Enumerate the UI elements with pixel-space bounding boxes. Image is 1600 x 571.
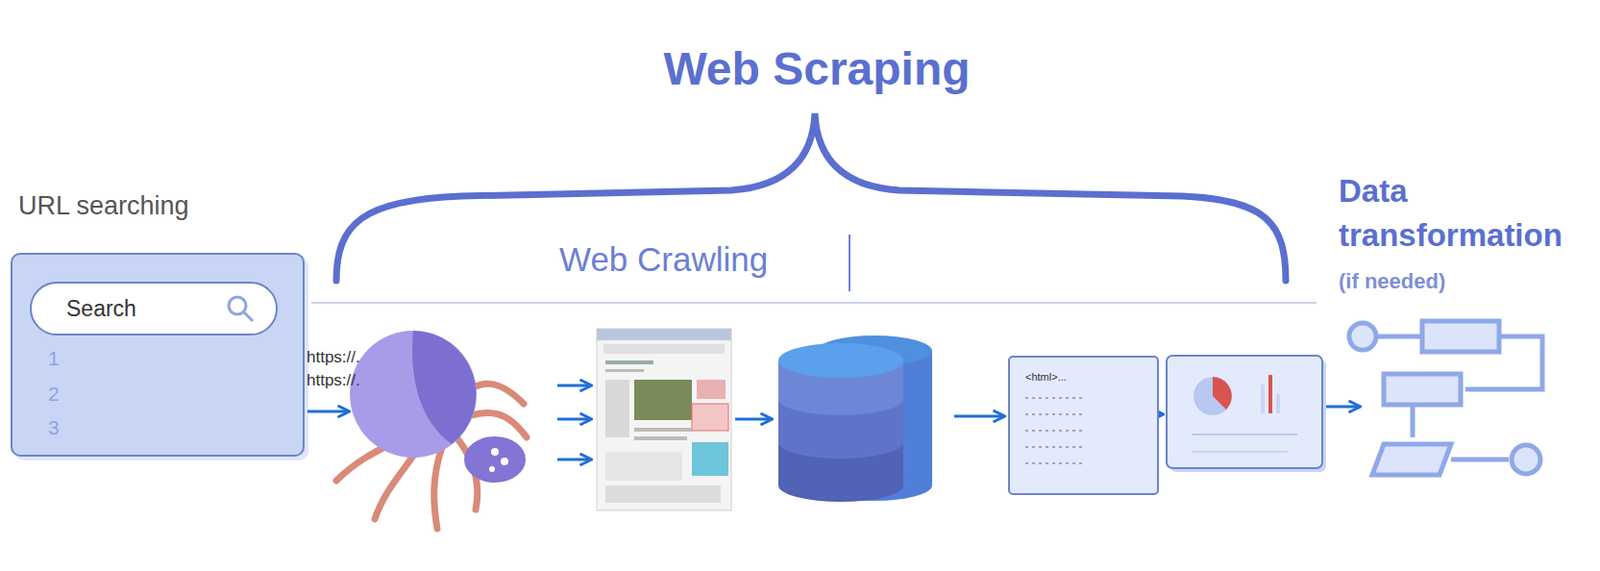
url-text: https://.	[306, 347, 361, 368]
divider-line	[311, 301, 1317, 304]
stage-label: Web Crawling	[559, 240, 768, 279]
dashboard-icon	[1166, 355, 1327, 472]
webpage-screenshot	[596, 328, 732, 511]
brace	[336, 113, 1286, 281]
html-text: <html>...	[1025, 370, 1157, 383]
code-lines	[1025, 392, 1103, 479]
divider-tick	[848, 234, 851, 292]
spider-illustration	[336, 330, 527, 529]
flowchart-icon	[1349, 320, 1543, 475]
list-number: 1	[48, 346, 60, 370]
url-text: https://.	[306, 370, 361, 391]
search-text: Search	[66, 295, 137, 322]
title: Web Scraping	[0, 42, 1600, 96]
search-bar: Search	[29, 281, 278, 336]
list-number: 2	[48, 382, 60, 406]
html-document: <html>...	[1008, 355, 1159, 495]
database-icon	[778, 335, 933, 502]
step-note: (if needed)	[1338, 269, 1446, 295]
magnifier-icon	[225, 294, 255, 323]
panel-heading: URL searching	[18, 191, 190, 222]
list-number: 3	[48, 416, 60, 440]
step-title: Data transformation	[1338, 169, 1597, 258]
